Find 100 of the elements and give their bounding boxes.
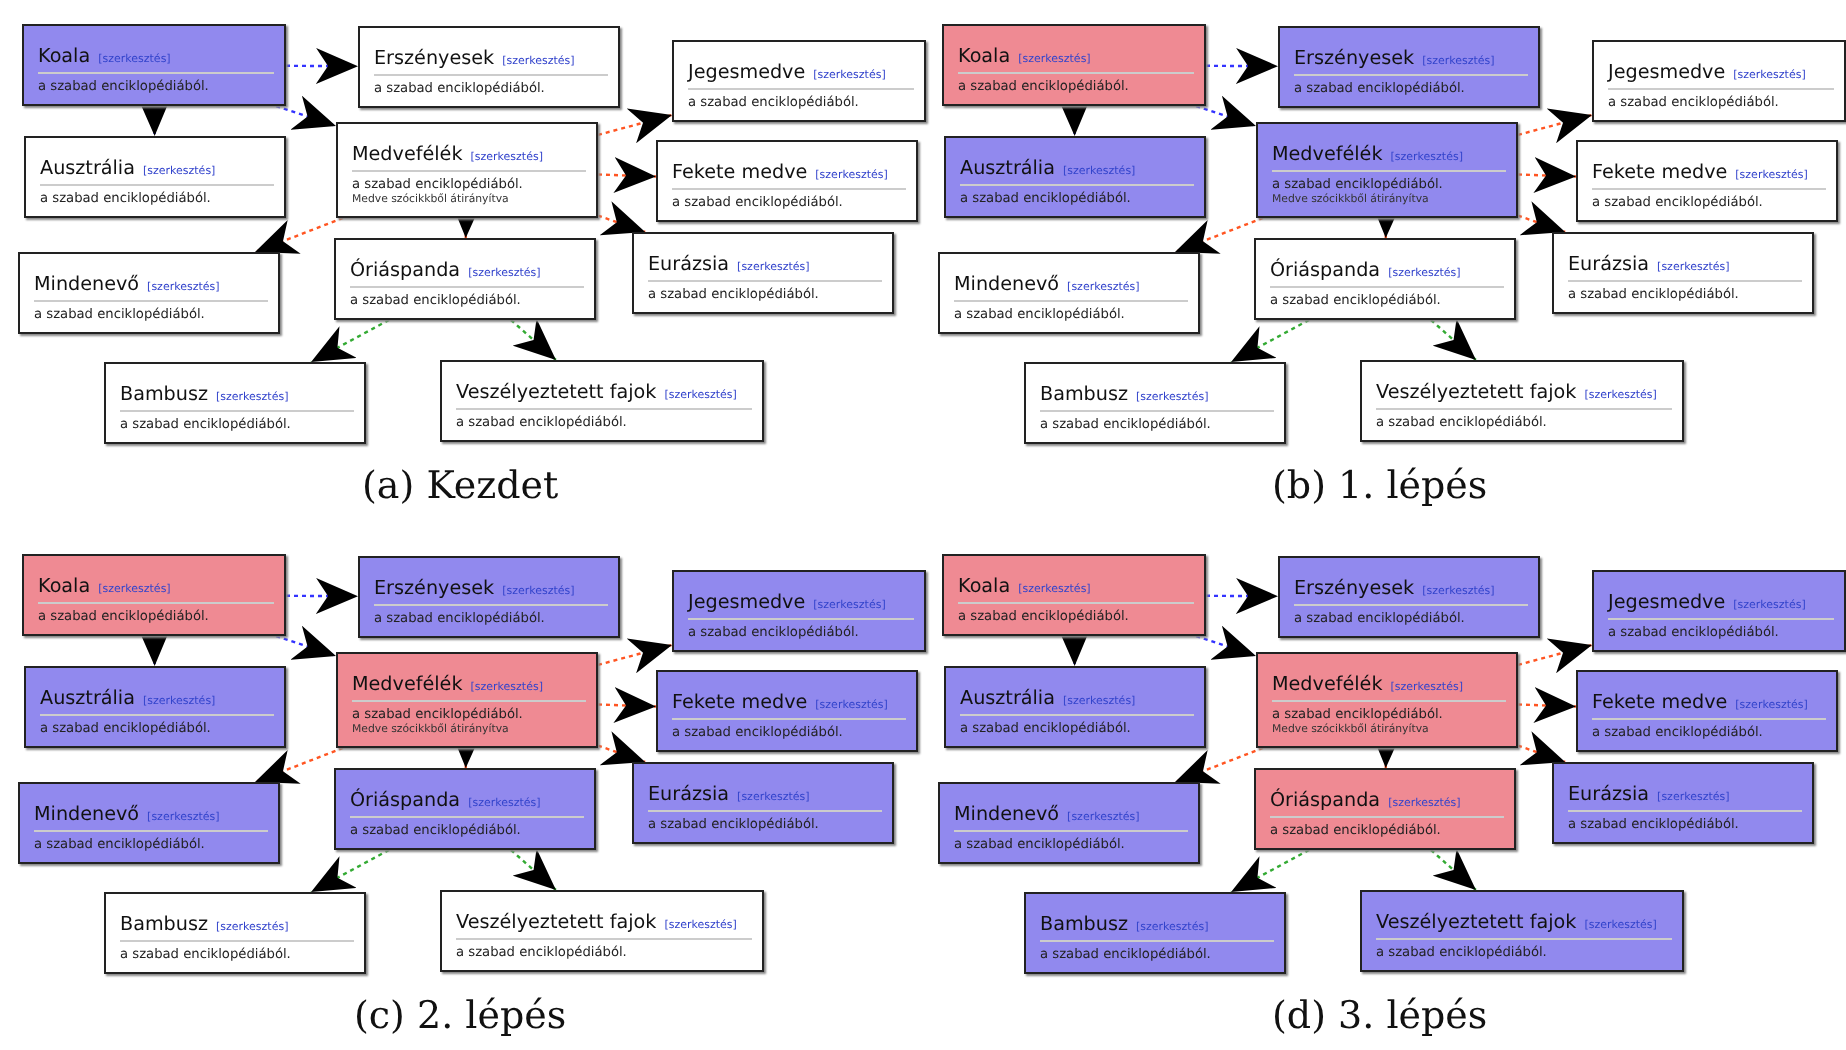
arrow bbox=[1206, 577, 1278, 614]
article-card bbox=[1576, 140, 1838, 222]
arrow bbox=[286, 47, 358, 84]
arrow bbox=[275, 95, 337, 130]
arrow bbox=[286, 577, 358, 614]
article-card bbox=[656, 670, 918, 752]
arrow bbox=[310, 318, 390, 364]
article-title: Óriáspanda bbox=[1270, 790, 1381, 812]
arrow bbox=[510, 318, 557, 361]
article-title: Ausztrália bbox=[960, 158, 1055, 180]
article-title: Ausztrália bbox=[960, 688, 1055, 710]
arrow bbox=[597, 201, 646, 236]
article-card bbox=[942, 554, 1206, 636]
arrow bbox=[1517, 731, 1566, 766]
arrow bbox=[1174, 746, 1264, 784]
article-title: Óriáspanda bbox=[1270, 260, 1381, 282]
article-title: Mindenevő bbox=[954, 274, 1060, 296]
article-title: Ausztrália bbox=[40, 688, 135, 710]
panel-caption: (d) 3. lépés bbox=[1272, 994, 1488, 1038]
article-title: Medvefélék bbox=[1272, 674, 1383, 696]
arrow bbox=[1517, 687, 1577, 724]
article-card bbox=[1254, 238, 1516, 320]
article-card bbox=[1256, 652, 1518, 748]
article-card bbox=[938, 782, 1200, 864]
article-title: Koala bbox=[958, 46, 1011, 68]
article-card bbox=[1592, 570, 1846, 652]
arrow bbox=[1430, 848, 1477, 891]
arrow bbox=[597, 687, 657, 724]
article-card bbox=[944, 136, 1206, 218]
arrow bbox=[310, 848, 390, 894]
article-title: Erszényesek bbox=[1294, 48, 1415, 70]
article-card bbox=[104, 362, 366, 444]
article-title: Bambusz bbox=[1040, 384, 1129, 406]
article-card bbox=[1278, 556, 1540, 638]
article-title: Mindenevő bbox=[34, 804, 140, 826]
article-title: Ausztrália bbox=[40, 158, 135, 180]
article-card bbox=[440, 890, 764, 972]
article-title: Mindenevő bbox=[34, 274, 140, 296]
article-card bbox=[632, 762, 894, 844]
article-card bbox=[358, 26, 620, 108]
article-card bbox=[656, 140, 918, 222]
arrow bbox=[1230, 318, 1310, 364]
article-card bbox=[1256, 122, 1518, 218]
arrow bbox=[510, 848, 557, 891]
article-card bbox=[1576, 670, 1838, 752]
article-title: Koala bbox=[38, 46, 91, 68]
article-title: Bambusz bbox=[1040, 914, 1129, 936]
article-card bbox=[942, 24, 1206, 106]
panel-caption: (b) 1. lépés bbox=[1272, 464, 1488, 508]
arrow bbox=[1517, 638, 1593, 674]
arrow bbox=[597, 157, 657, 194]
article-title: Erszényesek bbox=[1294, 578, 1415, 600]
article-title: Jegesmedve bbox=[688, 62, 806, 84]
article-card bbox=[1024, 892, 1286, 974]
article-card bbox=[1552, 762, 1814, 844]
article-title: Eurázsia bbox=[1568, 784, 1650, 806]
article-card bbox=[938, 252, 1200, 334]
arrow bbox=[1230, 848, 1310, 894]
arrow bbox=[254, 216, 344, 254]
arrow bbox=[1517, 108, 1593, 144]
article-title: Bambusz bbox=[120, 384, 209, 406]
article-card bbox=[1278, 26, 1540, 108]
article-title: Eurázsia bbox=[648, 784, 730, 806]
arrow bbox=[254, 746, 344, 784]
article-title: Eurázsia bbox=[1568, 254, 1650, 276]
article-card bbox=[22, 24, 286, 106]
article-title: Óriáspanda bbox=[350, 790, 461, 812]
arrow bbox=[1174, 216, 1264, 254]
article-card bbox=[1360, 360, 1684, 442]
article-title: Fekete medve bbox=[1592, 692, 1728, 714]
article-card bbox=[672, 40, 926, 122]
arrow bbox=[597, 108, 673, 144]
article-title: Fekete medve bbox=[672, 162, 808, 184]
article-card bbox=[672, 570, 926, 652]
article-card bbox=[1552, 232, 1814, 314]
article-title: Veszélyeztetett fajok bbox=[456, 912, 657, 934]
article-title: Mindenevő bbox=[954, 804, 1060, 826]
article-card bbox=[1592, 40, 1846, 122]
article-card bbox=[336, 652, 598, 748]
article-title: Erszényesek bbox=[374, 48, 495, 70]
article-title: Veszélyeztetett fajok bbox=[1376, 382, 1577, 404]
arrow bbox=[1430, 318, 1477, 361]
arrow bbox=[597, 731, 646, 766]
article-title: Veszélyeztetett fajok bbox=[1376, 912, 1577, 934]
arrow bbox=[1195, 95, 1257, 130]
arrow bbox=[275, 625, 337, 660]
article-title: Erszényesek bbox=[374, 578, 495, 600]
article-title: Fekete medve bbox=[672, 692, 808, 714]
article-card bbox=[334, 238, 596, 320]
arrow bbox=[1517, 157, 1577, 194]
arrow bbox=[1206, 47, 1278, 84]
arrow bbox=[1517, 201, 1566, 236]
article-title: Fekete medve bbox=[1592, 162, 1728, 184]
article-card bbox=[944, 666, 1206, 748]
arrow bbox=[597, 638, 673, 674]
article-card bbox=[336, 122, 598, 218]
article-card bbox=[358, 556, 620, 638]
article-title: Medvefélék bbox=[352, 674, 463, 696]
article-title: Medvefélék bbox=[1272, 144, 1383, 166]
arrow bbox=[1195, 625, 1257, 660]
